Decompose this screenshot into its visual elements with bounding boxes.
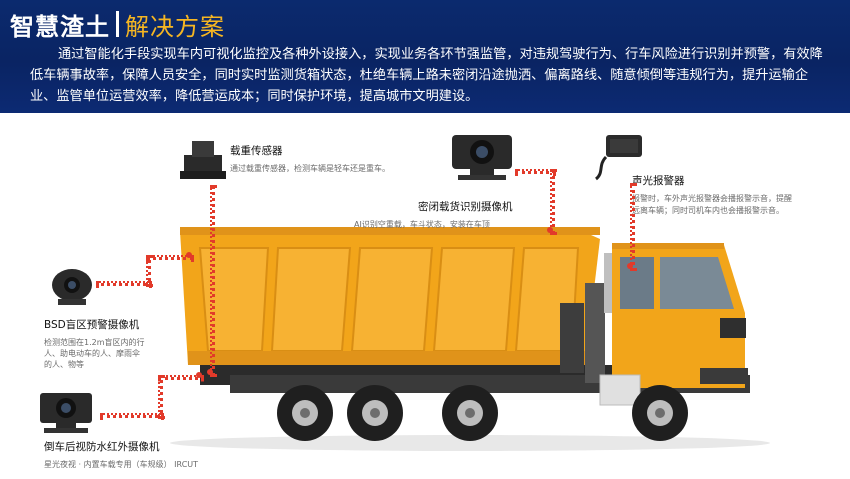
alarm-icon [594, 135, 642, 181]
rear-camera-label: 倒车后视防水红外摄像机 [44, 441, 160, 453]
diagram-area: 载重传感器 通过载重传感器，检测车辆是轻车还是重车。 密闭载货识别摄像机 AI识… [0, 113, 850, 479]
title-sub: 解决方案 [125, 12, 225, 41]
load-sensor-desc: 通过载重传感器，检测车辆是轻车还是重车。 [230, 164, 390, 173]
leader-rear-camera-dot [196, 372, 202, 378]
title-main: 智慧渣土 [10, 12, 110, 41]
rear-camera-desc: 星光夜视 · 内置车载专用（车规级） IRCUT [44, 460, 199, 469]
bsd-camera-label: BSD盲区预警摄像机 [44, 319, 140, 331]
description-text: 通过智能化手段实现车内可视化监控及各种外设接入，实现业务各环节强监管，对违规驾驶… [30, 47, 823, 104]
leader-bsd-camera-h2 [146, 255, 194, 260]
bsd-camera-desc-2: 人、助电动车的人、摩雨伞 [44, 349, 140, 358]
leader-bsd-camera-dot [186, 252, 192, 258]
alarm-label: 声光报警器 [632, 175, 685, 187]
truck-illustration [170, 227, 770, 451]
leader-bsd-camera [96, 281, 152, 286]
bsd-camera-desc-1: 检测范围在1.2m盲区内的行 [44, 338, 145, 347]
leader-load-sensor [210, 185, 215, 377]
leader-rear-camera [100, 413, 164, 418]
bsd-camera-desc-3: 的人、物等 [44, 360, 84, 369]
page-title: 智慧渣土 解决方案 [10, 8, 225, 41]
cargo-camera-label: 密闭载货识别摄像机 [418, 201, 513, 213]
leader-cargo-camera-v [550, 169, 555, 235]
leader-alarm-dot [627, 263, 633, 269]
header-banner: 智慧渣土 解决方案 通过智能化手段实现车内可视化监控及各种外设接入，实现业务各环… [0, 0, 850, 113]
load-sensor-icon [180, 141, 226, 179]
cargo-camera-icon [452, 135, 512, 180]
alarm-desc-1: 报警时，车外声光报警器会播报警示音，提醒 [632, 194, 792, 203]
cargo-camera-desc: AI识别空重载，车斗状态，安装在车顶 [354, 220, 490, 229]
leader-alarm [630, 183, 635, 271]
alarm-desc-2: 远离车辆；同时司机车内也会播报警示音。 [632, 206, 784, 215]
bsd-camera-icon [52, 269, 92, 305]
rear-camera-icon [40, 393, 92, 433]
load-sensor-label: 载重传感器 [230, 145, 283, 157]
leader-cargo-camera-dot [547, 227, 553, 233]
leader-load-sensor-dot [207, 369, 213, 375]
leader-rear-camera-h2 [158, 375, 204, 380]
leader-rear-camera-v [158, 375, 163, 419]
title-divider [116, 11, 119, 37]
